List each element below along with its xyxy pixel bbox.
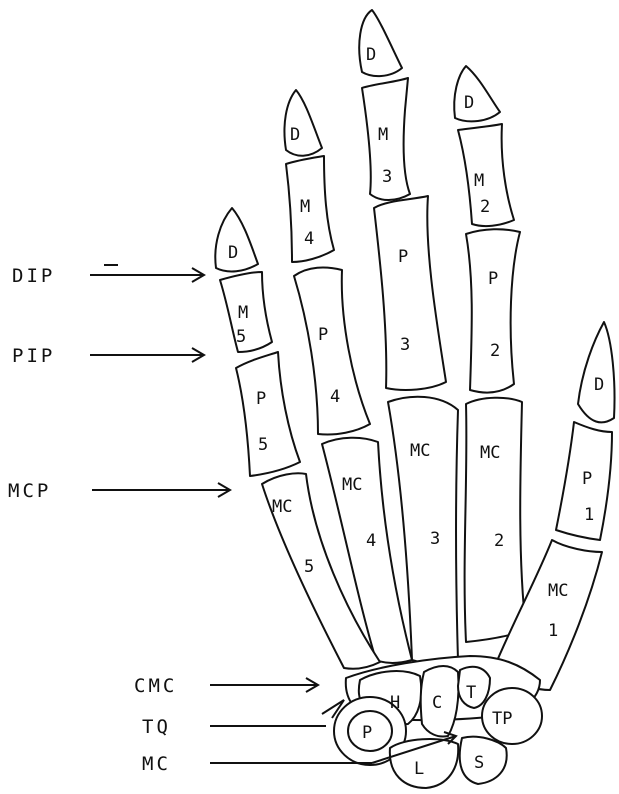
p2-label: P (488, 269, 498, 289)
mc5-num: 5 (304, 557, 314, 577)
dip-label: DIP (12, 265, 55, 287)
p1-label: P (582, 469, 592, 489)
lunate-label: L (414, 759, 424, 779)
metacarpal-2 (465, 398, 526, 642)
hamate-label: H (390, 693, 400, 713)
p3-label: P (398, 247, 408, 267)
m2-num: 2 (480, 197, 490, 217)
p1-num: 1 (584, 505, 594, 525)
mc4-num: 4 (366, 531, 376, 551)
scaphoid-label: S (474, 753, 484, 773)
trapezium-label: TP (492, 709, 512, 729)
p3-num: 3 (400, 335, 410, 355)
mc2-num: 2 (494, 531, 504, 551)
proximal-phalanx-2 (466, 229, 520, 392)
m2-label: M (474, 171, 484, 191)
d1-label: D (594, 375, 604, 395)
mcp-arrow (92, 483, 230, 497)
p5-label: P (256, 389, 266, 409)
cmc-arrow (210, 678, 318, 692)
tq-arrow (210, 700, 344, 726)
pisiform-label: P (362, 723, 372, 743)
mc3-num: 3 (430, 529, 440, 549)
mc1-num: 1 (548, 621, 558, 641)
m4-label: M (300, 197, 310, 217)
proximal-phalanx-4 (294, 268, 370, 435)
pip-arrow (90, 348, 204, 362)
trapezoid-label: T (466, 683, 476, 703)
mc3-label: MC (410, 441, 430, 461)
d4-label: D (290, 125, 300, 145)
distal-phalanx-2 (454, 66, 500, 121)
capitate-label: C (432, 693, 442, 713)
d3-label: D (366, 45, 376, 65)
p4-label: P (318, 325, 328, 345)
p5-num: 5 (258, 435, 268, 455)
pip-label: PIP (12, 345, 55, 367)
d2-label: D (464, 93, 474, 113)
proximal-phalanx-3 (374, 196, 446, 390)
p4-num: 4 (330, 387, 340, 407)
m3-num: 3 (382, 167, 392, 187)
mc4-label: MC (342, 475, 362, 495)
mcp-label: MCP (8, 480, 51, 502)
m4-num: 4 (304, 229, 314, 249)
d5-label: D (228, 243, 238, 263)
tq-label: TQ (142, 716, 171, 738)
proximal-phalanx-5 (236, 352, 300, 476)
distal-phalanx-1 (578, 322, 615, 422)
dip-arrow (90, 268, 204, 282)
p2-num: 2 (490, 341, 500, 361)
m5-label: M (238, 303, 248, 323)
m3-label: M (378, 125, 388, 145)
distal-phalanx-4 (284, 90, 322, 156)
distal-phalanx-3 (359, 10, 402, 76)
mc2-label: MC (480, 443, 500, 463)
mc1-label: MC (548, 581, 568, 601)
m5-num: 5 (236, 327, 246, 347)
mc5-label: MC (272, 497, 292, 517)
mc-carpal-label: MC (142, 753, 171, 775)
cmc-label: CMC (134, 675, 177, 697)
